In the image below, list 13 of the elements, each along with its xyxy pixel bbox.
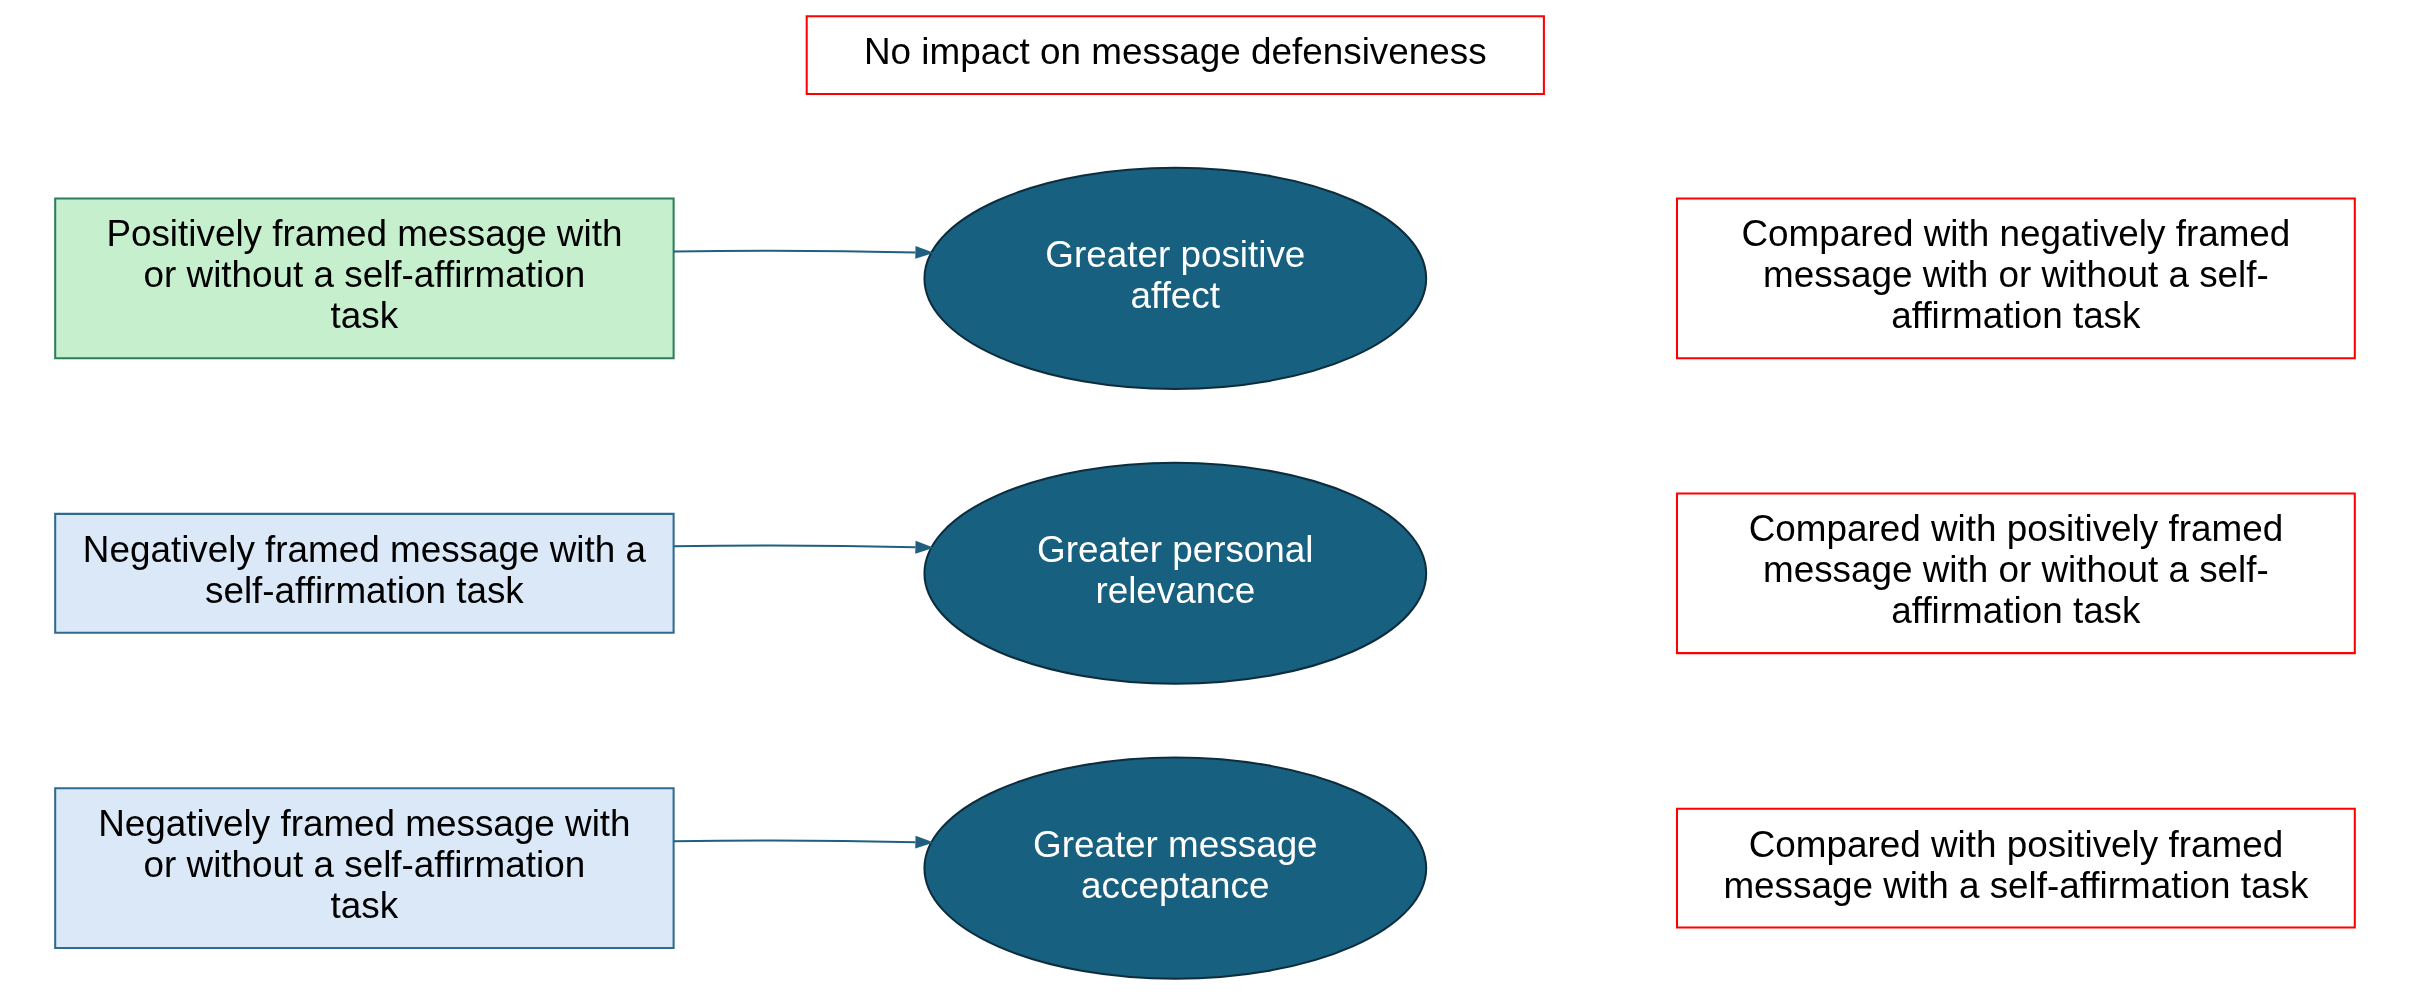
arrow — [673, 245, 934, 259]
node-box: Negatively framed message with a self-affirmation task — [54, 512, 675, 634]
arrow — [673, 540, 934, 554]
node-box: Compared with positively framed message with or without a self-affirmation task — [1676, 492, 2356, 655]
node-ellipse: Greater personal relevance — [923, 461, 1428, 685]
node-ellipse: Greater message acceptance — [923, 756, 1428, 980]
arrow — [673, 835, 934, 849]
node-box: Positively framed message with or without a self-affirmation task — [54, 197, 675, 360]
node-box: Compared with negatively framed message with or without a self-affirmation task — [1676, 197, 2356, 360]
node-ellipse: Greater positive affect — [923, 166, 1428, 390]
node-box: Negatively framed message with or without a self-affirmation task — [54, 787, 675, 950]
node-box: No impact on message defensiveness — [805, 15, 1545, 96]
node-box: Compared with positively framed message with a self-affirmation task — [1676, 807, 2356, 929]
